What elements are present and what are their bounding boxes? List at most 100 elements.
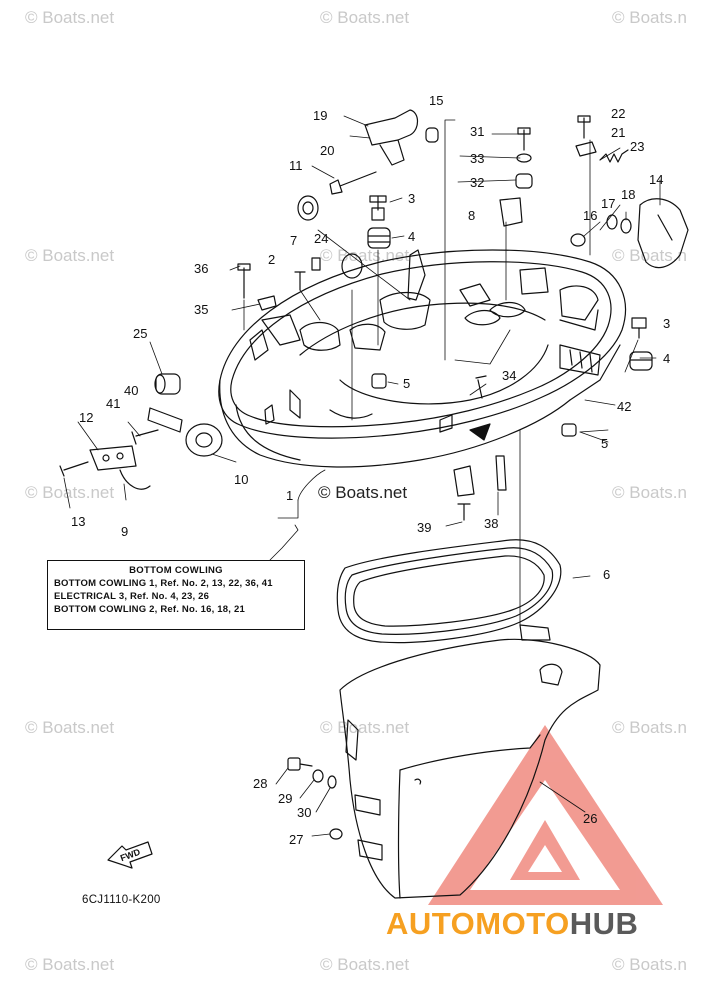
callout-10: 10 bbox=[234, 472, 249, 487]
callout-26: 26 bbox=[583, 811, 598, 826]
callout-35: 35 bbox=[194, 302, 209, 317]
callout-24: 24 bbox=[314, 231, 329, 246]
callout-4b: 4 bbox=[663, 351, 671, 366]
watermark: © Boats.n bbox=[612, 8, 687, 27]
rubber-seal bbox=[336, 539, 562, 644]
rubber-part-5b bbox=[561, 423, 577, 437]
plate-part-8 bbox=[499, 197, 523, 227]
clip-part-35 bbox=[257, 295, 277, 311]
connector-part-38 bbox=[453, 455, 507, 497]
callout-31: 31 bbox=[470, 124, 485, 139]
callout-5a: 5 bbox=[403, 376, 411, 391]
callout-20: 20 bbox=[320, 143, 335, 158]
callout-18: 18 bbox=[621, 187, 636, 202]
legend-title: BOTTOM COWLING bbox=[129, 565, 223, 576]
lower-cover bbox=[339, 624, 601, 899]
callout-9: 9 bbox=[121, 524, 129, 539]
callout-1: 1 bbox=[286, 488, 294, 503]
callout-32: 32 bbox=[470, 175, 485, 190]
grommet-part-10 bbox=[185, 423, 223, 457]
watermark: © Boats.n bbox=[612, 483, 687, 502]
collar-part-15 bbox=[425, 127, 439, 143]
washer-part-17 bbox=[606, 214, 618, 230]
callout-3b: 3 bbox=[663, 316, 671, 331]
screw-part-41 bbox=[131, 429, 159, 445]
watermark: © Boats.n bbox=[612, 718, 687, 737]
spring-part-23 bbox=[599, 149, 629, 163]
washer-part-30 bbox=[327, 775, 337, 789]
brand-wordmark: AUTOMOTOHUB bbox=[386, 906, 638, 942]
callout-22: 22 bbox=[611, 106, 626, 121]
callout-21: 21 bbox=[611, 125, 626, 140]
callout-2: 2 bbox=[268, 252, 276, 267]
center-watermark: © Boats.net bbox=[318, 483, 408, 502]
nut-part-27 bbox=[329, 828, 343, 840]
callout-25: 25 bbox=[133, 326, 148, 341]
callout-4a: 4 bbox=[408, 229, 416, 244]
callout-29: 29 bbox=[278, 791, 293, 806]
bolt-part-3 bbox=[369, 195, 387, 221]
callout-36: 36 bbox=[194, 261, 209, 276]
callout-28: 28 bbox=[253, 776, 268, 791]
watermark: © Boats.n bbox=[612, 955, 687, 974]
bottom-cowling-body bbox=[218, 249, 626, 468]
bracket-part-9 bbox=[89, 445, 151, 490]
bolt-part-3b bbox=[631, 317, 647, 339]
clip-part-7 bbox=[311, 257, 321, 271]
watermark: © Boats.net bbox=[25, 955, 115, 974]
leader-lines bbox=[63, 115, 661, 837]
grommet-part-24 bbox=[341, 253, 363, 279]
brand-logo-triangle bbox=[428, 725, 663, 905]
watermark: © Boats.net bbox=[320, 955, 410, 974]
screw-part-39 bbox=[457, 503, 471, 521]
rubber-part-5 bbox=[371, 373, 387, 389]
callout-3a: 3 bbox=[408, 191, 416, 206]
callout-33: 33 bbox=[470, 151, 485, 166]
grommet-part-4 bbox=[367, 227, 391, 249]
legend-row: BOTTOM COWLING 1, Ref. No. 2, 13, 22, 36… bbox=[54, 578, 273, 589]
screw-part-34 bbox=[475, 375, 487, 399]
callout-11: 11 bbox=[289, 158, 303, 173]
callout-8: 8 bbox=[468, 208, 476, 223]
watermark: © Boats.n bbox=[612, 246, 687, 265]
brand-wordmark-part1: AUTOMOTO bbox=[386, 906, 570, 941]
watermark: © Boats.net bbox=[25, 246, 115, 265]
callout-19: 19 bbox=[313, 108, 328, 123]
bolt-part-36 bbox=[237, 263, 251, 299]
callout-42: 42 bbox=[617, 399, 632, 414]
handle-part-14 bbox=[637, 198, 689, 269]
brand-wordmark-part2: HUB bbox=[569, 906, 639, 941]
screw-part-13 bbox=[59, 461, 89, 477]
bracket-part-40 bbox=[147, 407, 183, 433]
callout-15: 15 bbox=[429, 93, 444, 108]
watermark: © Boats.net bbox=[320, 718, 410, 737]
bolt-part-22 bbox=[577, 115, 591, 139]
legend-box: BOTTOM COWLING BOTTOM COWLING 1, Ref. No… bbox=[47, 560, 305, 630]
bolt-part-20 bbox=[329, 171, 377, 195]
grommet-part-11 bbox=[297, 195, 319, 221]
callout-12: 12 bbox=[79, 410, 94, 425]
callout-38: 38 bbox=[484, 516, 499, 531]
washer-part-18 bbox=[620, 218, 632, 234]
screw-part-2 bbox=[294, 271, 306, 291]
fwd-arrow-icon bbox=[107, 841, 153, 869]
watermark: © Boats.net bbox=[25, 483, 115, 502]
grommet-part-25 bbox=[154, 373, 181, 395]
washer-part-29 bbox=[312, 769, 324, 783]
diagram-code: 6CJ1110-K200 bbox=[82, 894, 161, 906]
grommet-part-32 bbox=[515, 173, 533, 189]
callout-30: 30 bbox=[297, 805, 312, 820]
callout-23: 23 bbox=[630, 139, 645, 154]
callout-16: 16 bbox=[583, 208, 598, 223]
washer-part-16 bbox=[570, 233, 586, 247]
callout-13: 13 bbox=[71, 514, 86, 529]
grommet-part-4b bbox=[629, 351, 653, 371]
bolt-part-28 bbox=[287, 757, 313, 771]
callout-40: 40 bbox=[124, 383, 139, 398]
legend-row: BOTTOM COWLING 2, Ref. No. 16, 18, 21 bbox=[54, 604, 245, 615]
callout-6: 6 bbox=[603, 567, 611, 582]
watermark: © Boats.net bbox=[25, 8, 115, 27]
callout-5b: 5 bbox=[601, 436, 609, 451]
